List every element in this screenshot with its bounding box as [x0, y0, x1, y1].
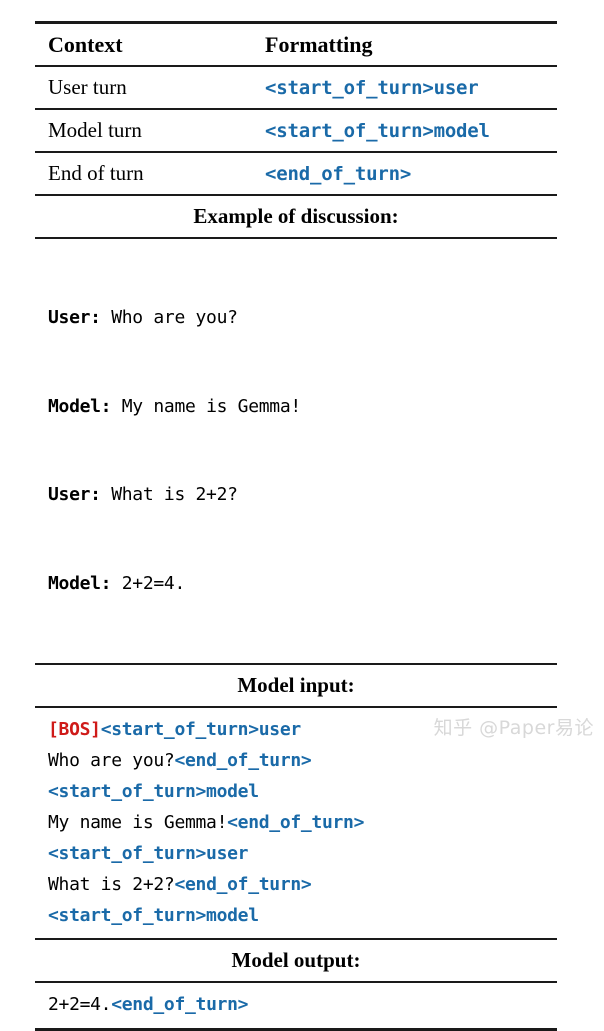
- utterance-text: Who are you?: [100, 307, 238, 328]
- token-line: <start_of_turn>user: [48, 838, 557, 869]
- special-token: <start_of_turn>model: [48, 781, 259, 802]
- special-token: <start_of_turn>user: [100, 719, 302, 740]
- bos-token: [BOS]: [48, 719, 101, 740]
- token-line: Who are you?<end_of_turn>: [48, 745, 557, 776]
- special-token: <start_of_turn>user: [48, 843, 249, 864]
- formatting-token-end-of-turn: <end_of_turn>: [265, 163, 412, 185]
- speaker-label: User:: [48, 484, 101, 505]
- context-label-user-turn: User turn: [48, 75, 127, 99]
- table-header-row: Context Formatting: [35, 24, 557, 65]
- special-token: <end_of_turn>: [174, 750, 312, 771]
- list-item: Model: My name is Gemma!: [48, 392, 557, 422]
- table-top-rule: [35, 21, 557, 24]
- special-token: <end_of_turn>: [227, 812, 365, 833]
- header-bottom-rule: [35, 65, 557, 67]
- plain-text: 2+2=4.: [48, 994, 112, 1015]
- plain-text: What is 2+2?: [48, 874, 175, 895]
- column-header-formatting: Formatting: [265, 32, 373, 57]
- formatting-table: Context Formatting User turn <start_of_t…: [35, 21, 557, 1031]
- section-title-example-of-discussion: Example of discussion:: [193, 204, 399, 228]
- table-row: End of turn <end_of_turn>: [35, 153, 557, 194]
- example-discussion-block: User: Who are you? Model: My name is Gem…: [35, 239, 557, 663]
- context-label-model-turn: Model turn: [48, 118, 142, 142]
- formatting-token-model-turn: <start_of_turn>model: [265, 120, 490, 142]
- token-line: What is 2+2?<end_of_turn>: [48, 869, 557, 900]
- section-rule: [35, 663, 557, 665]
- token-line: <start_of_turn>model: [48, 900, 557, 931]
- row-rule: [35, 108, 557, 110]
- list-item: User: What is 2+2?: [48, 480, 557, 510]
- section-title-model-input: Model input:: [237, 673, 355, 697]
- model-output-block: 2+2=4.<end_of_turn>: [35, 983, 557, 1028]
- special-token: <end_of_turn>: [174, 874, 312, 895]
- utterance-text: 2+2=4.: [111, 572, 186, 594]
- row-rule: [35, 194, 557, 196]
- list-item: User: Who are you?: [48, 303, 557, 333]
- utterance-text: My name is Gemma!: [111, 395, 301, 417]
- special-token: <start_of_turn>model: [48, 905, 259, 926]
- table-row: User turn <start_of_turn>user: [35, 67, 557, 108]
- section-rule: [35, 706, 557, 708]
- token-line: <start_of_turn>model: [48, 776, 557, 807]
- token-line: My name is Gemma!<end_of_turn>: [48, 807, 557, 838]
- token-line: [BOS]<start_of_turn>user: [48, 714, 557, 745]
- plain-text: My name is Gemma!: [48, 812, 228, 833]
- section-title-model-output: Model output:: [231, 948, 361, 972]
- column-header-context: Context: [48, 32, 123, 57]
- token-line: 2+2=4.<end_of_turn>: [48, 990, 557, 1020]
- speaker-label: Model:: [48, 572, 112, 594]
- speaker-label: Model:: [48, 395, 112, 417]
- special-token: <end_of_turn>: [111, 994, 249, 1015]
- row-rule: [35, 151, 557, 153]
- speaker-label: User:: [48, 307, 101, 328]
- formatting-token-user-turn: <start_of_turn>user: [265, 77, 479, 99]
- context-label-end-of-turn: End of turn: [48, 161, 144, 185]
- utterance-text: What is 2+2?: [100, 484, 238, 505]
- table-row: Model turn <start_of_turn>model: [35, 110, 557, 151]
- list-item: Model: 2+2=4.: [48, 569, 557, 599]
- section-rule: [35, 237, 557, 239]
- plain-text: Who are you?: [48, 750, 175, 771]
